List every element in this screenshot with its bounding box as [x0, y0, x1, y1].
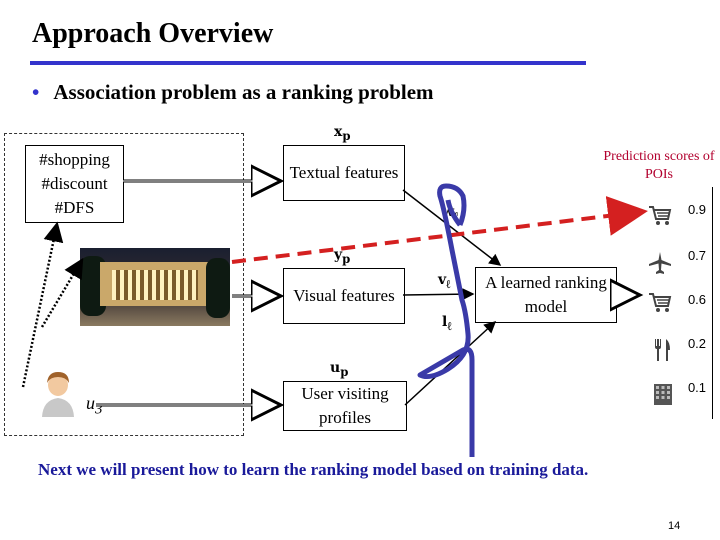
- prediction-scores-title: Prediction scores of POIs: [603, 149, 715, 182]
- yp-label: yp: [334, 247, 350, 266]
- footer-note: Next we will present how to learn the ra…: [38, 460, 589, 479]
- user-symbol: u: [86, 393, 95, 413]
- score-value-3: 0.6: [682, 292, 712, 307]
- yp-subscript: p: [342, 251, 351, 266]
- airplane-icon: [649, 252, 671, 274]
- shopping-cart-icon: [649, 293, 672, 312]
- score-value-5: 0.1: [682, 380, 712, 395]
- tree-shape: [206, 258, 230, 318]
- learning-path-loop-upper: [445, 199, 462, 227]
- slide-title: Approach Overview: [32, 18, 274, 49]
- user-visiting-profiles-box: User visiting profiles: [283, 381, 407, 431]
- page-number: 14: [668, 520, 681, 532]
- ll-subscript: ℓ: [447, 318, 452, 333]
- score-value-2: 0.7: [682, 248, 712, 263]
- bullet-dot-icon: •: [32, 80, 40, 104]
- user-subscript: 3: [95, 401, 103, 418]
- yp-symbol: y: [334, 247, 343, 263]
- textual-features-box: Textual features: [283, 145, 405, 201]
- user-avatar-icon: [38, 369, 78, 417]
- ll-label: lℓ: [442, 314, 452, 333]
- learning-path-loop: [417, 183, 475, 457]
- input-group-frame: [4, 133, 244, 436]
- title-underline: [30, 61, 586, 65]
- shopping-cart-icon: [649, 206, 672, 225]
- visual-features-box: Visual features: [283, 268, 405, 324]
- photo-to-top-poi-dashed-arrow: [231, 196, 648, 264]
- score-value-1: 0.9: [682, 202, 712, 217]
- up-symbol: u: [330, 360, 341, 376]
- bullet-text: Association problem as a ranking problem: [53, 80, 434, 104]
- ll-symbol: l: [442, 314, 448, 330]
- up-label: up: [330, 360, 348, 379]
- vl-symbol: v: [438, 272, 447, 288]
- vl-label: vℓ: [438, 272, 451, 291]
- shopping-mall-photo: [80, 248, 230, 326]
- vl-subscript: ℓ: [446, 276, 451, 291]
- xp-symbol: x: [334, 124, 343, 140]
- xp-label: xp: [334, 124, 351, 143]
- bullet-point: • Association problem as a ranking proble…: [32, 80, 434, 105]
- user-to-photo-dotted-line: [40, 257, 84, 328]
- user-label: u3: [86, 393, 103, 419]
- xp-subscript: p: [342, 128, 351, 143]
- up-subscript: p: [340, 364, 349, 379]
- building-windows: [112, 270, 198, 300]
- office-building-icon: [654, 384, 672, 405]
- ranking-model-box: A learned ranking model: [475, 267, 617, 323]
- hashtags-box: #shopping #discount #DFS: [25, 145, 124, 223]
- user-to-hashtags-dotted-line: [21, 221, 64, 388]
- textual-to-model-arrow: [402, 189, 502, 266]
- scores-axis-line: [712, 187, 713, 419]
- score-value-4: 0.2: [682, 336, 712, 351]
- restaurant-icon: [655, 339, 670, 361]
- profiles-to-model-arrow: [404, 320, 497, 406]
